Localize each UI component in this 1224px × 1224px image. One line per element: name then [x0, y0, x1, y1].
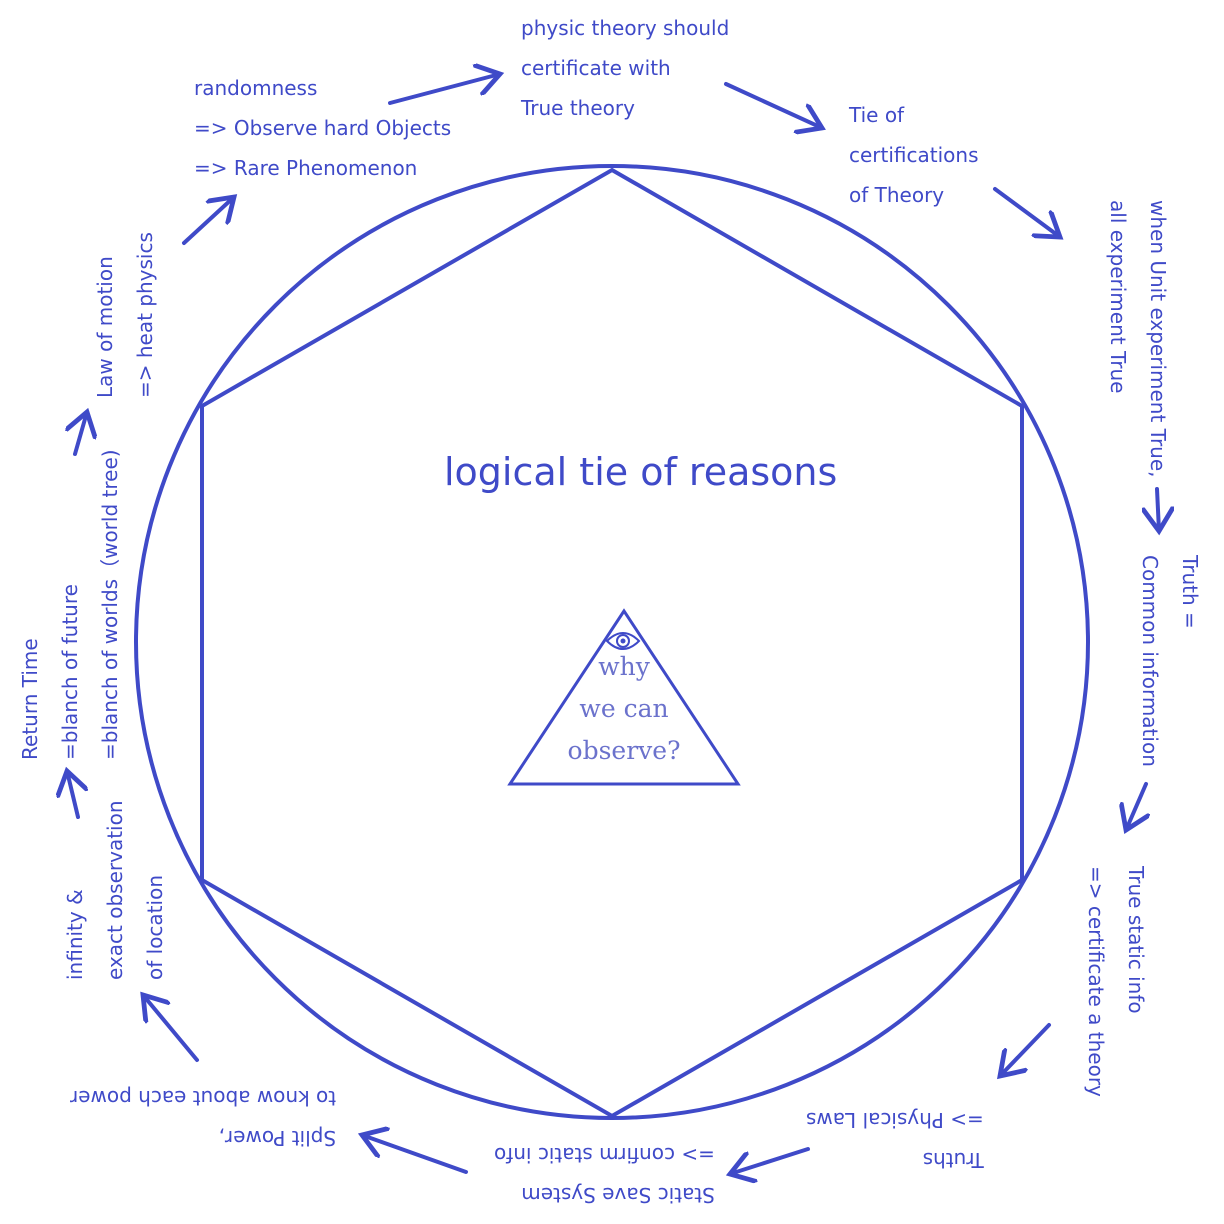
label-right-mid-line-1: Truth =	[1178, 555, 1202, 629]
hexagon	[200, 167, 1024, 1119]
label-right-lower-line-1: True static info	[1124, 866, 1148, 1014]
arrow-4	[1157, 487, 1159, 531]
label-right-upper-line-2: all experiment True	[1106, 200, 1130, 394]
center-line-2: we can	[579, 694, 669, 723]
arrow-7	[730, 1147, 810, 1174]
label-left-mid-line-1: Return Time	[18, 638, 42, 760]
label-bottom: Static Save System => confirm static inf…	[494, 1135, 715, 1215]
label-left-lower: infinity & exact observation of location	[55, 800, 175, 980]
label-bottom-right-line-1: Truths	[922, 1148, 984, 1172]
label-right-lower-line-2: => certificate a theory	[1084, 866, 1108, 1097]
arrow-1	[388, 74, 500, 105]
label-top: physic theory should certificate with Tr…	[521, 8, 729, 128]
label-left-upper: Law of motion => heat physics	[85, 232, 165, 398]
eye-icon	[605, 632, 641, 650]
label-bottom-right-line-2: => Physical Laws	[806, 1108, 984, 1132]
label-left-mid-line-3: =blanch of worlds（world tree)	[98, 449, 122, 760]
arrow-9	[143, 995, 199, 1062]
arrow-10	[67, 771, 78, 819]
arrow-5	[1126, 782, 1146, 830]
arrow-3	[993, 187, 1060, 237]
center-question: why we can observe?	[524, 646, 724, 772]
label-top-line-2: certificate with	[521, 56, 671, 80]
label-top-left: randomness => Observe hard Objects => Ra…	[194, 68, 451, 188]
center-line-3: observe?	[567, 736, 681, 765]
label-left-lower-line-1: infinity &	[63, 889, 87, 980]
label-bottom-left-line-1: Split Power,	[218, 1126, 337, 1150]
center-line-1: why	[598, 652, 650, 681]
label-left-upper-line-2: => heat physics	[133, 232, 157, 398]
arrow-8	[362, 1135, 468, 1174]
label-top-left-line-1: randomness	[194, 76, 318, 100]
label-bottom-right: Truths => Physical Laws	[806, 1100, 984, 1180]
label-right-mid: Truth = Common information	[1130, 555, 1210, 767]
label-right-mid-line-2: Common information	[1138, 555, 1162, 767]
arrow-11	[75, 412, 87, 456]
label-left-lower-line-2: exact observation	[103, 800, 127, 980]
label-right-upper: when Unit experiment True, all experimen…	[1098, 200, 1178, 478]
label-bottom-line-1: Static Save System	[521, 1183, 715, 1207]
label-top-right-line-2: certifications	[849, 143, 979, 167]
diagram-title: logical tie of reasons	[444, 450, 838, 494]
arrow-2	[724, 82, 822, 128]
label-top-left-line-3: => Rare Phenomenon	[194, 156, 418, 180]
label-left-lower-line-3: of location	[143, 875, 167, 980]
label-top-left-line-2: => Observe hard Objects	[194, 116, 452, 140]
label-bottom-left-line-2: to know about each power	[70, 1086, 337, 1110]
label-top-right: Tie of certifications of Theory	[849, 95, 979, 215]
label-bottom-left: Split Power, to know about each power	[70, 1078, 336, 1158]
label-left-upper-line-1: Law of motion	[93, 256, 117, 398]
label-bottom-line-2: => confirm static info	[494, 1143, 715, 1167]
arrow-12	[182, 197, 234, 245]
label-top-right-line-1: Tie of	[849, 103, 905, 127]
arrow-6	[1000, 1023, 1051, 1076]
label-left-mid: Return Time =blanch of future =blanch of…	[10, 449, 130, 760]
label-left-mid-line-2: =blanch of future	[58, 584, 82, 760]
center-triangle	[507, 608, 741, 786]
label-top-line-1: physic theory should	[521, 16, 730, 40]
label-top-right-line-3: of Theory	[849, 183, 945, 207]
label-top-line-3: True theory	[521, 96, 635, 120]
label-right-lower: True static info => certificate a theory	[1076, 866, 1156, 1097]
label-right-upper-line-1: when Unit experiment True,	[1146, 200, 1170, 478]
